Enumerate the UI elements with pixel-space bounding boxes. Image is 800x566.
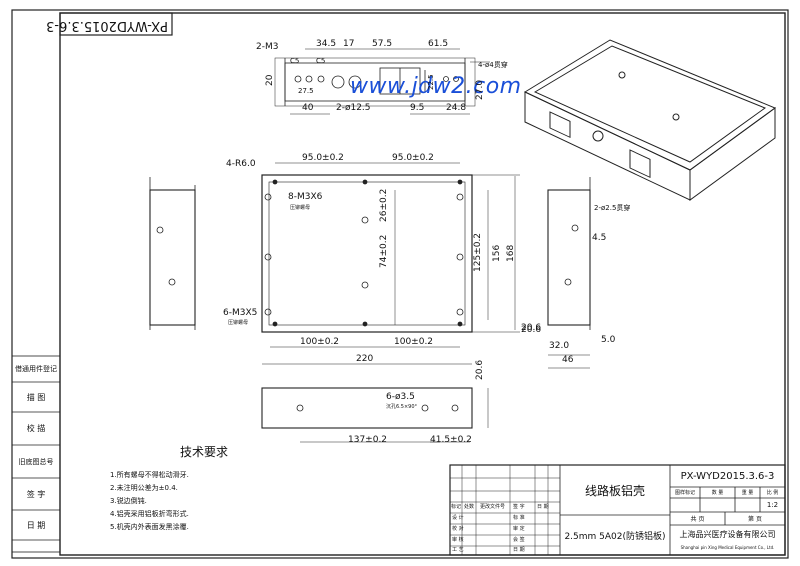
role-process: 工 艺: [452, 547, 464, 553]
label-countersink: 沉孔6.5×90°: [386, 404, 418, 410]
dim-22-5: 22.5: [427, 74, 435, 90]
label-4-r6: 4-R6.0: [226, 159, 256, 169]
dim-61-5: 61.5: [428, 39, 449, 49]
dim-125: 125±0.2: [473, 232, 483, 272]
dim-20-6-plan: 20.6: [521, 325, 542, 335]
dim-95-a: 95.0±0.2: [302, 153, 344, 163]
dim-27-0: 27.0: [475, 79, 485, 100]
dim-137: 137±0.2: [348, 435, 388, 445]
drawing-number-rotated: PX-WYD2015.3.6-3: [46, 18, 168, 33]
dim-100-a: 100±0.2: [300, 337, 340, 347]
label-c5-a: C5: [290, 57, 300, 65]
dim-41-5: 41.5±0.2: [430, 435, 472, 445]
watermark: www.jdw2.com: [350, 74, 522, 99]
dim-20: 20: [265, 74, 275, 86]
left-table-cell-1: 描 图: [26, 392, 46, 402]
rev-label-4: 日 期: [537, 504, 549, 510]
rev-label-1: 处数: [464, 504, 475, 510]
tech-req-title: 技术要求: [180, 445, 229, 459]
hdr-weight: 重 量: [741, 490, 754, 496]
left-table-cell-4: 签 字: [26, 489, 46, 499]
role-approve: 审 定: [513, 526, 525, 532]
tech-req-5: 5.机壳内外表面发黑涂覆.: [110, 523, 189, 531]
dim-34-5: 34.5: [316, 39, 337, 49]
label-4-dia4: 4-ø4贯穿: [478, 61, 508, 69]
dim-220: 220: [356, 354, 374, 364]
dim-4-5: 4.5: [592, 233, 607, 243]
dim-24-8: 24.8: [446, 103, 467, 113]
scale-value: 1:2: [766, 501, 779, 509]
dim-2-dia12-5: 2-ø12.5: [336, 103, 371, 113]
left-table-cell-2: 校 描: [26, 424, 46, 433]
label-8-m3x6: 8-M3X6: [288, 192, 323, 202]
label-6-dia3-5: 6-ø3.5: [386, 392, 415, 402]
dim-74: 74±0.2: [379, 234, 389, 268]
left-table-cell-5: 日 期: [26, 520, 46, 530]
sheet-total: 共 页: [690, 516, 705, 523]
tech-req-3: 3.锐边倒钝.: [110, 497, 147, 505]
label-c5-b: C5: [316, 57, 326, 65]
rev-label-2: 更改文件号: [480, 504, 506, 510]
hdr-qty: 数 量: [711, 490, 724, 496]
role-review: 审 核: [452, 537, 464, 543]
role-check: 校 对: [452, 526, 464, 532]
dim-20-6-bottom: 20.6: [475, 359, 485, 380]
hdr-drawing-mark: 图样标记: [674, 490, 695, 496]
role-countersign: 会 签: [513, 537, 525, 543]
dim-5: 5.0: [601, 335, 616, 345]
dim-168: 168: [506, 244, 516, 262]
dim-100-b: 100±0.2: [394, 337, 434, 347]
sheet-number: 第 页: [748, 516, 762, 523]
role-standard: 标 准: [513, 515, 525, 521]
company-en: Shanghai pin Xing Medical Equipment Co.,…: [680, 544, 775, 550]
label-2-dia2-5: 2-ø2.5贯穿: [594, 204, 631, 212]
dim-17: 17: [343, 39, 355, 49]
label-2-m3: 2-M3: [256, 42, 279, 52]
dim-9-5: 9.5: [410, 103, 425, 113]
rev-label-3: 签 字: [513, 504, 525, 510]
hdr-scale: 比 例: [766, 490, 779, 496]
material: 2.5mm 5A02(防锈铝板): [564, 531, 666, 542]
left-table-cell-3: 旧底图总号: [18, 457, 54, 466]
dim-156: 156: [492, 244, 502, 262]
dim-27-5: 27.5: [298, 87, 314, 95]
company-cn: 上海品兴医疗设备有限公司: [679, 529, 776, 539]
dim-57-5: 57.5: [372, 39, 393, 49]
dim-20-6-side: 20.6: [521, 323, 542, 333]
dim-46: 46: [562, 355, 574, 365]
dim-26: 26±0.2: [379, 188, 389, 222]
tech-req-2: 2.未注明公差为±0.4.: [110, 484, 178, 492]
tech-req-4: 4.铝壳采用铝板折弯形式.: [110, 510, 189, 518]
label-press-nut-a: 压铆螺母: [290, 205, 311, 211]
dim-95-b: 95.0±0.2: [392, 153, 434, 163]
drawing-number: PX-WYD2015.3.6-3: [680, 470, 775, 482]
left-table-cell-0: 借通用件登记: [15, 365, 57, 373]
role-design: 设 计: [452, 515, 464, 521]
dim-40: 40: [302, 103, 314, 113]
tech-req-1: 1.所有螺母不得松动滑牙.: [110, 471, 189, 479]
label-press-nut-b: 压铆螺母: [228, 320, 249, 326]
dim-32: 32.0: [549, 341, 570, 351]
part-name: 线路板铝壳: [584, 483, 645, 498]
rev-label-0: 标记: [451, 504, 462, 510]
role-date: 日 期: [513, 547, 525, 553]
label-6-m3x5: 6-M3X5: [223, 308, 258, 318]
